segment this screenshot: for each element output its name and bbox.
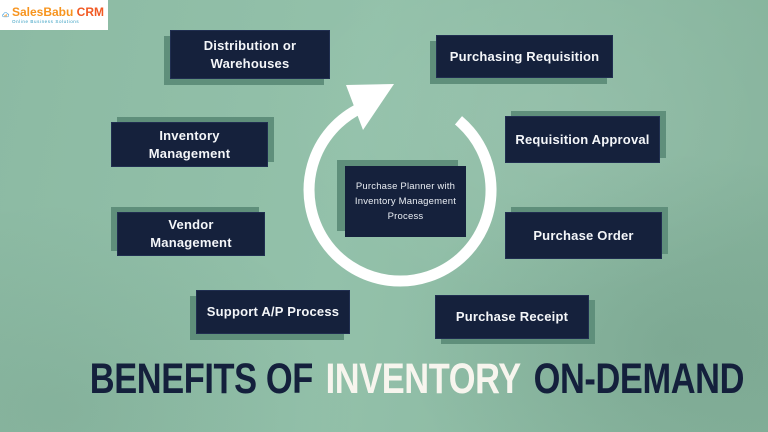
- logo-text: SalesBabu CRM Online Business Solutions: [12, 6, 104, 25]
- title-part-on-demand: ON-DEMAND: [533, 355, 745, 403]
- node-purchase-receipt: Purchase Receipt: [435, 295, 589, 339]
- logo-brand-crm: CRM: [76, 4, 104, 19]
- node-requisition-approval: Requisition Approval: [505, 116, 660, 163]
- title-part-benefits-of: BENEFITS OF: [89, 355, 313, 403]
- node-purchase-order: Purchase Order: [505, 212, 662, 259]
- node-vendor-management: Vendor Management: [117, 212, 265, 256]
- logo-brand-name: SalesBabu: [11, 4, 74, 19]
- cloud-with-growth-bars-icon: [2, 12, 9, 18]
- node-purchasing-requisition: Purchasing Requisition: [436, 35, 613, 78]
- node-support-ap-process: Support A/P Process: [196, 290, 350, 334]
- cycle-arc: [303, 102, 497, 287]
- node-distribution-warehouses: Distribution or Warehouses: [170, 30, 330, 79]
- node-inventory-management: Inventory Management: [111, 122, 268, 167]
- logo-brand: SalesBabu CRM: [12, 6, 104, 18]
- cycle-arrowhead: [346, 84, 394, 130]
- node-purchase-planner-center: Purchase Planner with Inventory Manageme…: [345, 166, 466, 237]
- title-part-inventory: INVENTORY: [325, 355, 522, 403]
- logo-tagline: Online Business Solutions: [11, 18, 80, 24]
- salesbabu-logo: SalesBabu CRM Online Business Solutions: [0, 0, 108, 30]
